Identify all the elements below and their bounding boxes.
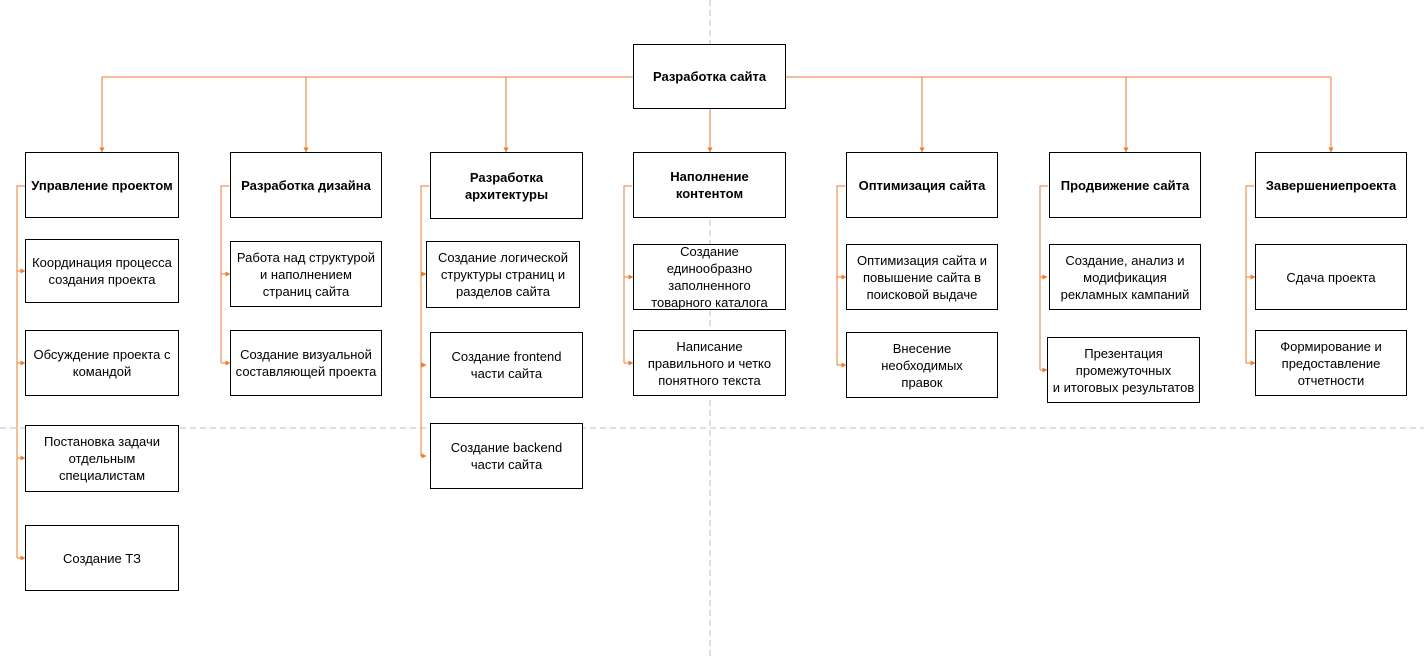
phase-optimization: Оптимизация сайта [846,152,998,218]
phase-promotion: Продвижение сайта [1049,152,1201,218]
task-assign-specialists: Постановка задачи отдельным специалистам [25,425,179,492]
task-text-writing: Написание правильного и четко понятного … [633,330,786,396]
task-catalog: Создание единообразно заполненного товар… [633,244,786,310]
phase-project-management: Управление проектом [25,152,179,218]
task-handover: Сдача проекта [1255,244,1407,310]
rail-2 [420,185,429,456]
task-team-discussion: Обсуждение проекта с командой [25,330,179,396]
task-page-structure: Работа над структурой и наполнением стра… [230,241,382,307]
rail-4 [836,185,845,365]
task-frontend: Создание frontend части сайта [430,332,583,398]
rail-1 [220,185,229,363]
task-visual-component: Создание визуальной составляющей проекта [230,330,382,396]
rail-6 [1245,185,1254,363]
phase-content: Наполнение контентом [633,152,786,218]
rail-5 [1039,185,1048,370]
task-search-optimization: Оптимизация сайта и повышение сайта в по… [846,244,998,310]
task-results-presentation: Презентация промежуточных и итоговых рез… [1047,337,1200,403]
phase-design: Разработка дизайна [230,152,382,218]
phase-completion: Завершениепроекта [1255,152,1407,218]
task-spec-document: Создание ТЗ [25,525,179,591]
phase-architecture: Разработка архитектуры [430,152,583,219]
task-logical-structure: Создание логической структуры страниц и … [426,241,580,308]
task-backend: Создание backend части сайта [430,423,583,489]
task-reporting: Формирование и предоставление отчетности [1255,330,1407,396]
task-coordination: Координация процесса создания проекта [25,239,179,303]
task-corrections: Внесение необходимых правок [846,332,998,398]
rail-0 [16,185,25,558]
rail-3 [623,185,632,363]
root-box: Разработка сайта [633,44,786,109]
task-ad-campaigns: Создание, анализ и модификация рекламных… [1049,244,1201,310]
